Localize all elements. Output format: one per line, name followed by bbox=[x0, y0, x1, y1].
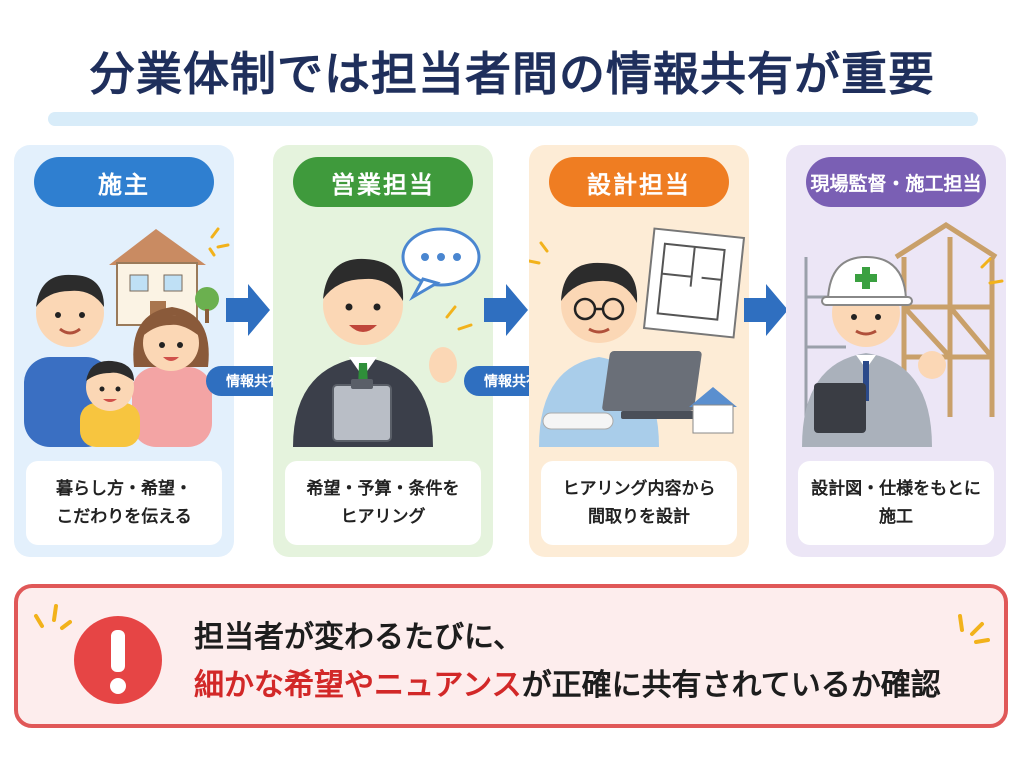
page-title: 分業体制では担当者間の情報共有が重要 bbox=[89, 47, 935, 101]
designer-illustration bbox=[529, 227, 746, 447]
clipboard-icon bbox=[332, 379, 392, 442]
title-underline bbox=[48, 112, 978, 126]
floor-plan-icon bbox=[642, 227, 746, 339]
sparkle-icon bbox=[34, 604, 72, 630]
house-icon bbox=[109, 229, 206, 326]
desc-box-owner: 暮らし方・希望・ こだわりを伝える bbox=[26, 461, 222, 545]
desc-line: 設計図・仕様をもとに bbox=[811, 479, 981, 499]
role-label-construction: 現場監督・施工担当 bbox=[806, 157, 986, 207]
scaffold-icon bbox=[894, 222, 998, 417]
warning-line2-rest: が正確に共有されているか確認 bbox=[521, 668, 941, 703]
card-owner: 施主 暮らし方・希望・ こだわりを伝 bbox=[14, 145, 234, 557]
sparkle-icon bbox=[958, 614, 990, 644]
desc-line: 希望・予算・条件を bbox=[306, 479, 460, 499]
desc-line: 暮らし方・希望・ bbox=[56, 479, 192, 499]
warning-text: 担当者が変わるたびに、 細かな希望やニュアンスが正確に共有されているか確認 bbox=[194, 612, 994, 703]
speech-bubble-icon bbox=[401, 227, 481, 302]
desc-line: こだわりを伝える bbox=[56, 507, 192, 527]
desc-box-design: ヒアリング内容から 間取りを設計 bbox=[541, 461, 737, 545]
role-label-design: 設計担当 bbox=[549, 157, 729, 207]
desc-line: ヒアリング bbox=[340, 507, 426, 527]
site-supervisor-illustration bbox=[802, 222, 1004, 447]
role-label-sales: 営業担当 bbox=[293, 157, 473, 207]
card-sales: 営業担当 希望・予算・条件を ヒアリング bbox=[273, 145, 493, 557]
card-construction: 現場監督・施工担当 bbox=[786, 145, 1006, 557]
desc-line: ヒアリング内容から bbox=[562, 479, 716, 499]
warning-box: 担当者が変わるたびに、 細かな希望やニュアンスが正確に共有されているか確認 bbox=[14, 584, 1008, 728]
desc-box-sales: 希望・予算・条件を ヒアリング bbox=[285, 461, 481, 545]
arrow-right-icon bbox=[744, 284, 788, 336]
arrow-right-icon bbox=[484, 284, 528, 336]
desc-box-construction: 設計図・仕様をもとに 施工 bbox=[798, 461, 994, 545]
warning-highlight: 細かな希望やニュアンス bbox=[194, 668, 522, 703]
owner-family-illustration bbox=[24, 227, 230, 447]
warning-line2: 細かな希望やニュアンスが正確に共有されているか確認 bbox=[194, 660, 941, 704]
arrow-right-icon bbox=[226, 284, 270, 336]
exclamation-icon bbox=[74, 616, 162, 704]
warning-line1: 担当者が変わるたびに、 bbox=[194, 620, 524, 655]
card-design: 設計担当 ヒアリング内容から 間取りを設計 bbox=[529, 145, 749, 557]
role-label-owner: 施主 bbox=[34, 157, 214, 207]
desc-line: 間取りを設計 bbox=[588, 507, 690, 527]
title-area: 分業体制では担当者間の情報共有が重要 bbox=[0, 28, 1024, 128]
desc-line: 施工 bbox=[879, 507, 913, 527]
sales-person-illustration bbox=[293, 227, 481, 447]
hard-hat-icon bbox=[821, 255, 913, 306]
